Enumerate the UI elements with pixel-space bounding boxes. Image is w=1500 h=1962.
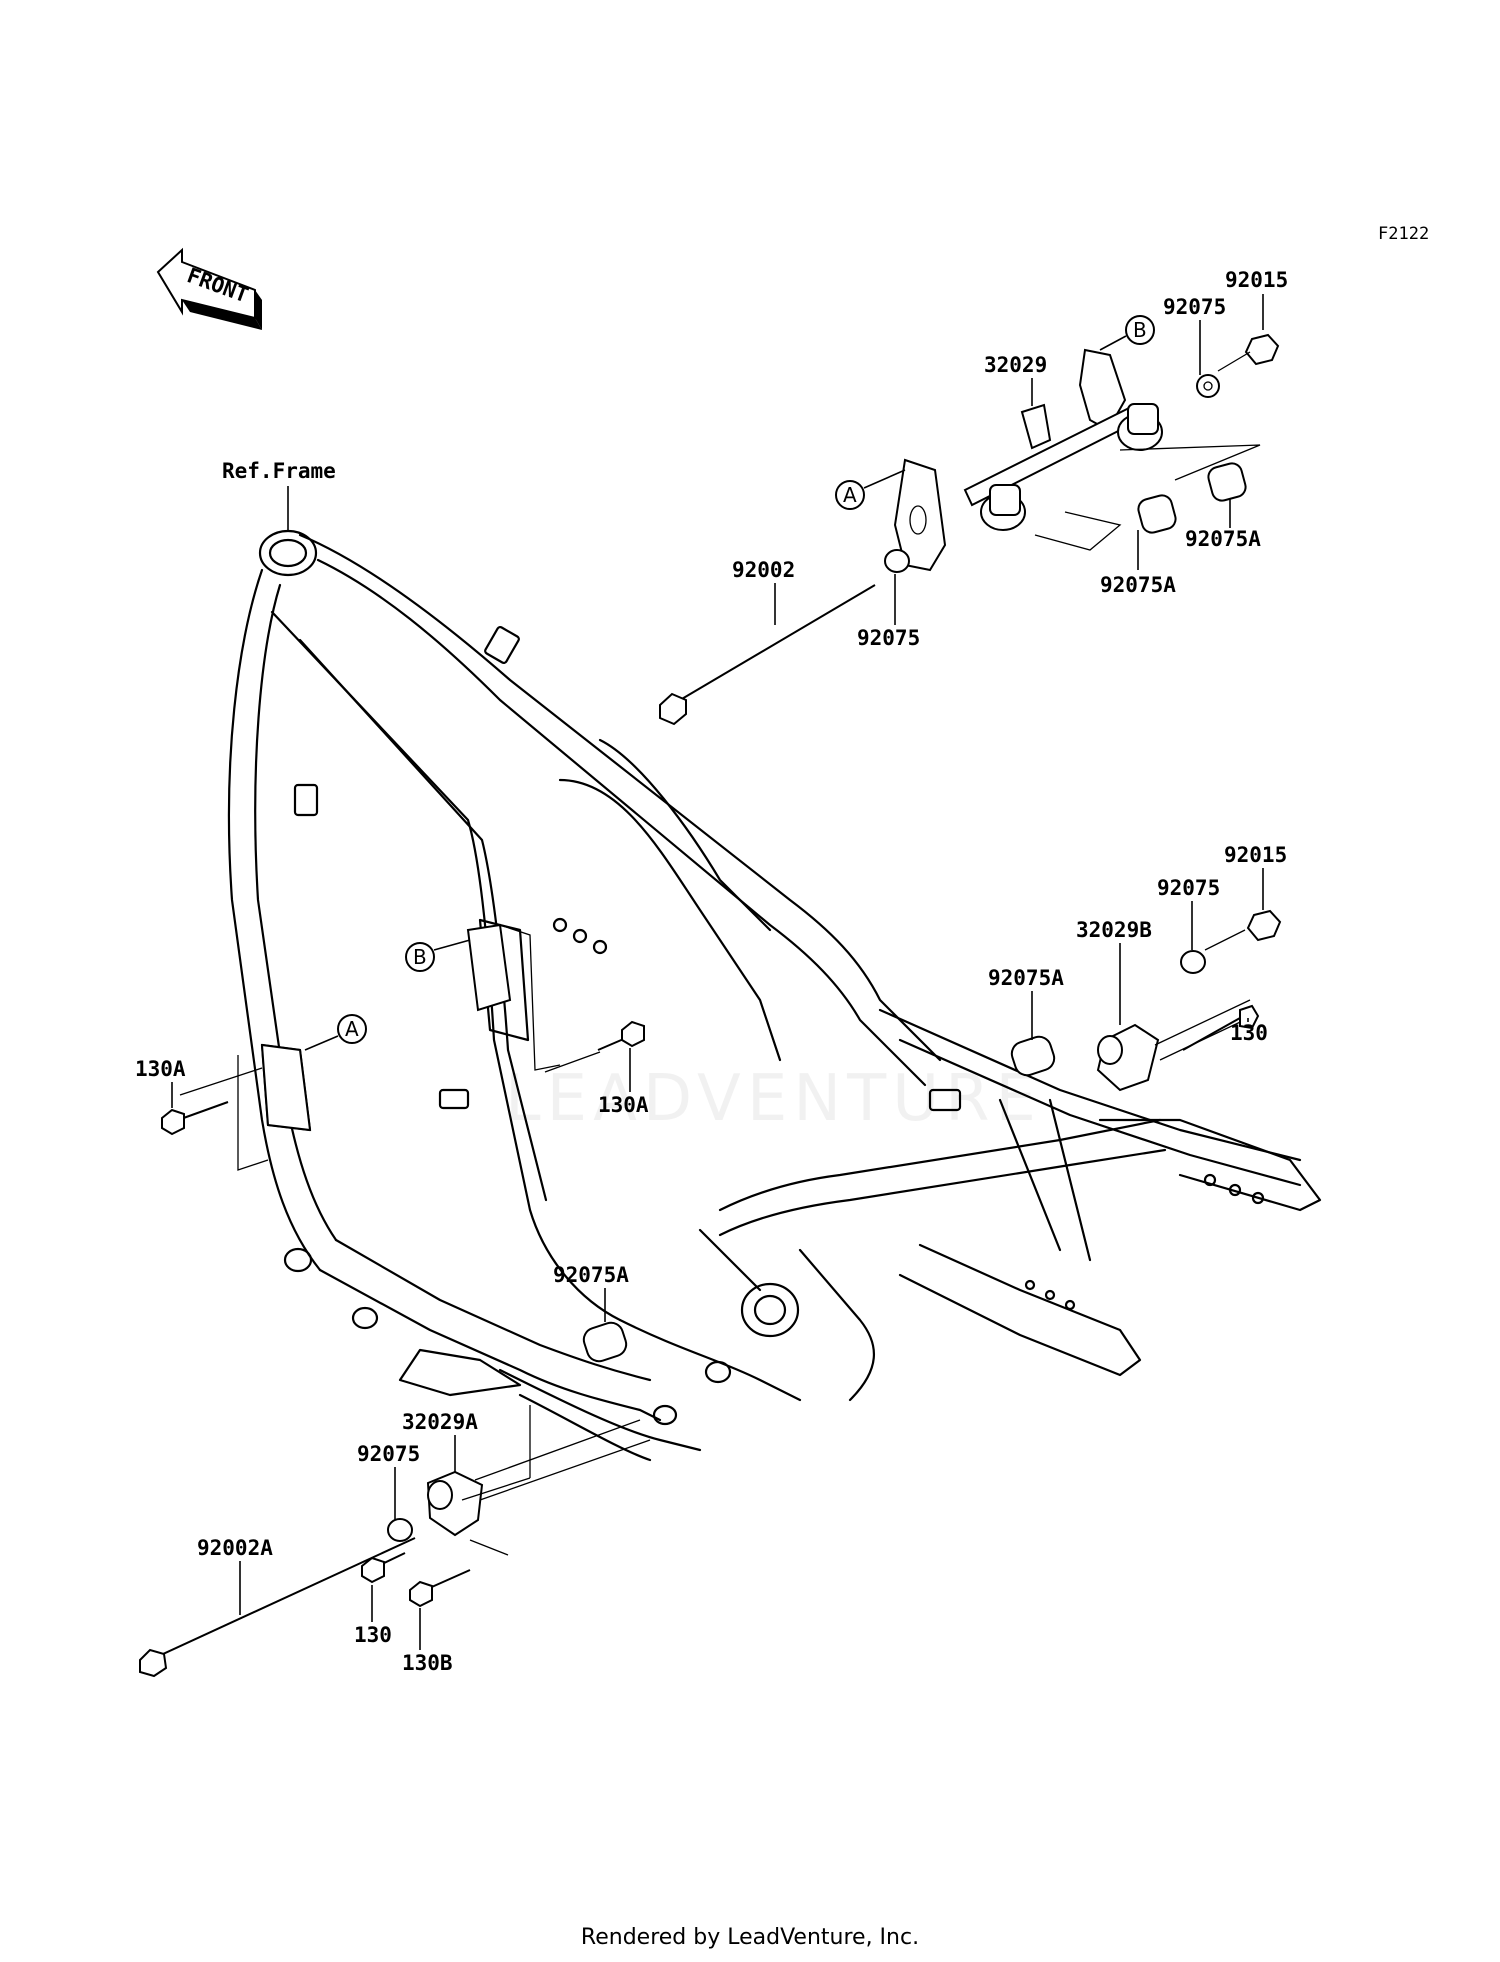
svg-text:92075: 92075 — [1157, 876, 1220, 900]
svg-text:92075: 92075 — [357, 1442, 420, 1466]
svg-text:32029: 32029 — [984, 353, 1047, 377]
label-130-bottom: 130 — [354, 1585, 392, 1647]
svg-text:92075A: 92075A — [1100, 573, 1176, 597]
svg-text:92075: 92075 — [1163, 295, 1226, 319]
label-130-right: 130 — [1230, 1018, 1268, 1045]
svg-text:92075A: 92075A — [988, 966, 1064, 990]
ref-frame-label: Ref.Frame — [222, 459, 336, 483]
svg-text:130: 130 — [1230, 1021, 1268, 1045]
label-92002A: 92002A — [197, 1536, 273, 1615]
bolt-92002-head — [659, 692, 687, 726]
svg-text:92075A: 92075A — [553, 1263, 629, 1287]
label-92015-top: 92015 — [1225, 268, 1288, 330]
damper-92075A-right — [1207, 462, 1247, 502]
label-92075A-right2: 92075A — [988, 966, 1064, 1040]
label-92075A-bottom: 92075A — [553, 1263, 629, 1322]
label-130B: 130B — [402, 1608, 453, 1675]
label-92075-bottom: 92075 — [357, 1442, 420, 1520]
damper-92075A-mid — [1137, 494, 1177, 534]
callout-a-upper: A — [835, 469, 906, 510]
motorcycle-frame — [227, 529, 1322, 1462]
label-32029: 32029 — [984, 353, 1047, 406]
label-92075A-right: 92075A — [1185, 498, 1261, 551]
svg-text:32029B: 32029B — [1076, 918, 1152, 942]
washer-92075-bottom — [387, 1518, 413, 1542]
svg-text:92075: 92075 — [857, 626, 920, 650]
damper-92075A-right2 — [1010, 1035, 1056, 1077]
label-92002: 92002 — [732, 558, 795, 625]
damper-92075A-bottom — [582, 1321, 628, 1363]
svg-text:92002A: 92002A — [197, 1536, 273, 1560]
svg-text:92002: 92002 — [732, 558, 795, 582]
bolt-130A-left — [177, 1101, 229, 1121]
washer-92075-top — [1196, 374, 1220, 398]
nut-92015-right — [1246, 909, 1282, 942]
label-92075-top: 92075 — [1163, 295, 1226, 375]
nut-92015-top — [1244, 333, 1280, 366]
label-92075-right: 92075 — [1157, 876, 1220, 950]
svg-text:A: A — [345, 1017, 359, 1041]
washer-92075-mid — [884, 549, 910, 573]
upper-engine-mount — [659, 333, 1280, 726]
svg-text:92015: 92015 — [1225, 268, 1288, 292]
right-engine-mount — [1010, 909, 1282, 1092]
callout-a-lower: A — [304, 1014, 367, 1051]
footer-credit: Rendered by LeadVenture, Inc. — [580, 1925, 920, 1950]
label-130A-left: 130A — [135, 1057, 186, 1108]
svg-text:B: B — [413, 945, 427, 969]
watermark: LEADVENTURE — [505, 1062, 1042, 1136]
svg-text:130A: 130A — [598, 1093, 649, 1117]
label-92015-right: 92015 — [1224, 843, 1287, 910]
label-92075-mid: 92075 — [857, 574, 920, 650]
figure-code: F2122 — [1378, 224, 1429, 244]
svg-text:92075A: 92075A — [1185, 527, 1261, 551]
svg-text:32029A: 32029A — [402, 1410, 478, 1434]
label-32029B: 32029B — [1076, 918, 1152, 1025]
svg-text:130B: 130B — [402, 1651, 453, 1675]
callout-b-upper: B — [1099, 315, 1155, 351]
left-engine-mount — [161, 923, 645, 1171]
label-130A-center: 130A — [598, 1048, 649, 1117]
bottom-engine-mount — [139, 1321, 651, 1678]
callout-b-lower: B — [405, 939, 471, 972]
label-92075A-mid: 92075A — [1100, 530, 1176, 597]
bolt-130-right — [1182, 1017, 1241, 1051]
svg-text:130: 130 — [354, 1623, 392, 1647]
front-arrow-icon: FRONT — [156, 247, 262, 330]
label-32029A: 32029A — [402, 1410, 478, 1472]
svg-text:130A: 130A — [135, 1057, 186, 1081]
washer-92075-right — [1180, 950, 1206, 974]
svg-text:B: B — [1133, 318, 1147, 342]
svg-text:92015: 92015 — [1224, 843, 1287, 867]
svg-text:A: A — [843, 483, 857, 507]
